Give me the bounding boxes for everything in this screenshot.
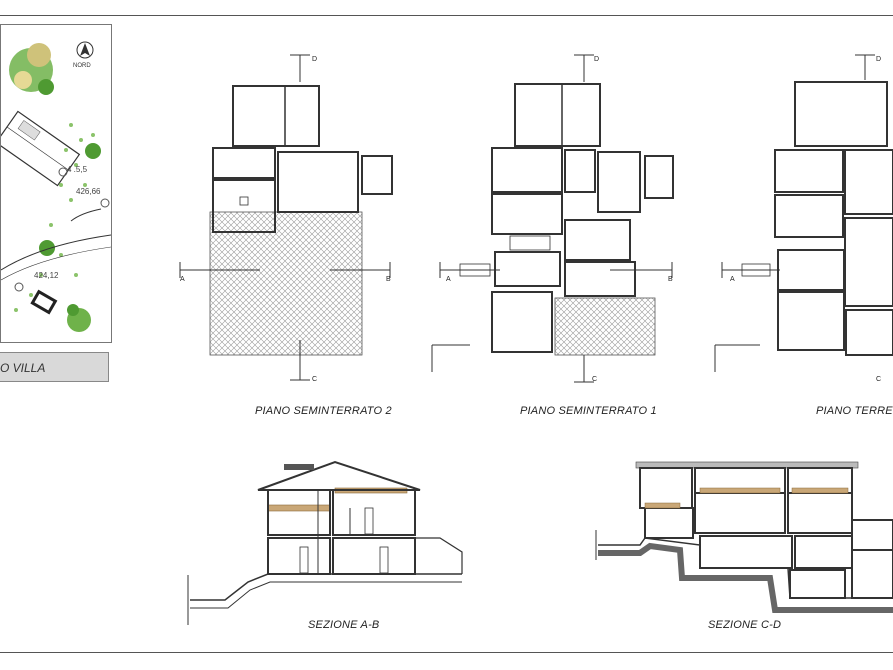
sheet-top-border — [0, 15, 893, 16]
section-c-d — [595, 461, 893, 613]
plan-title-2: PIANO SEMINTERRATO 1 — [520, 405, 657, 417]
section-title-2: SEZIONE C-D — [708, 619, 782, 631]
elevation-label-3: 424,12 — [34, 271, 59, 280]
marker-a-3: A — [730, 276, 735, 283]
elevation-label-2: 426,66 — [76, 187, 101, 196]
plan-title-1: PIANO SEMINTERRATO 2 — [255, 405, 392, 417]
sheet-bottom-border — [0, 652, 893, 653]
marker-d-2: D — [594, 56, 600, 63]
section-title-1: SEZIONE A-B — [308, 619, 380, 631]
marker-a-1: A — [180, 276, 185, 283]
plan-seminterrato-1 — [431, 54, 674, 383]
site-label: O VILLA — [0, 361, 46, 375]
north-label: NORD — [73, 63, 91, 69]
elevation-label-1: 4 .5,5 — [67, 165, 88, 174]
plan-seminterrato-2 — [179, 54, 393, 381]
plan-title-3: PIANO TERRE — [816, 405, 893, 417]
marker-d-1: D — [312, 56, 318, 63]
floor-plans-drawing — [179, 54, 893, 383]
site-label-box: O VILLA — [0, 352, 109, 382]
marker-c-1: C — [312, 376, 318, 383]
site-plan-drawing — [1, 41, 111, 332]
marker-a-2: A — [446, 276, 451, 283]
marker-d-3: D — [876, 56, 882, 63]
marker-c-2: C — [592, 376, 598, 383]
marker-c-3: C — [876, 376, 882, 383]
section-a-b — [187, 460, 463, 625]
site-plan: NORD 4 .5,5 426,66 424,12 — [0, 24, 112, 343]
marker-b-2: B — [668, 276, 673, 283]
marker-b-1: B — [386, 276, 391, 283]
plan-terra — [714, 54, 893, 372]
sections-drawing — [187, 460, 893, 625]
